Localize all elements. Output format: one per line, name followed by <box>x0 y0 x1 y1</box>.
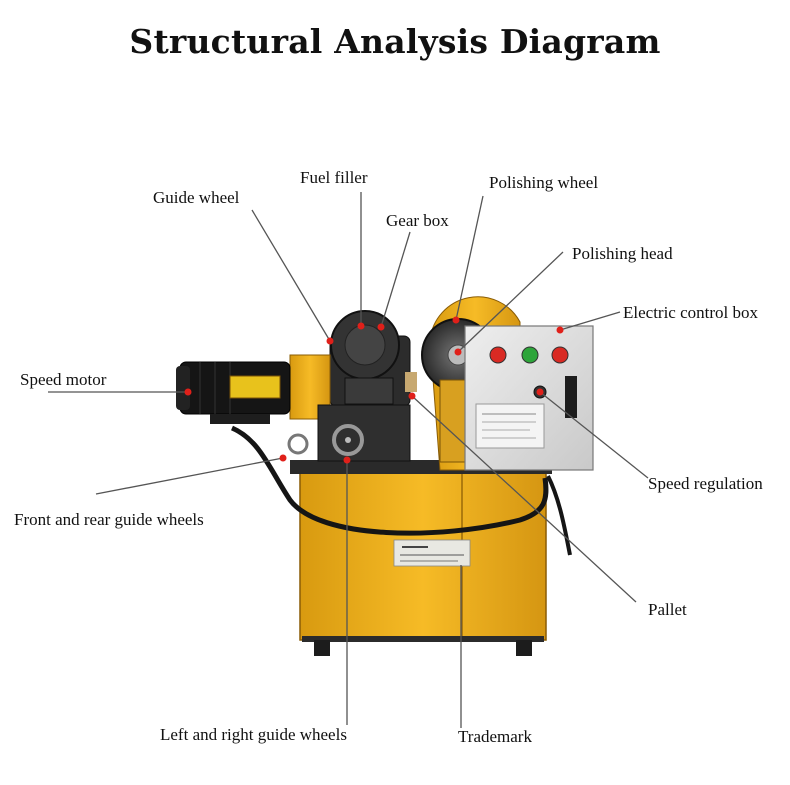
label-polishing-wheel: Polishing wheel <box>489 173 599 192</box>
gearbox-head <box>287 310 417 462</box>
nameplate <box>475 403 545 449</box>
button-green <box>521 346 539 364</box>
speed-motor <box>176 361 291 424</box>
label-gear-box: Gear box <box>386 211 449 230</box>
button-red-1 <box>489 346 507 364</box>
label-guide-wheel: Guide wheel <box>153 188 240 207</box>
label-speed-regulation: Speed regulation <box>648 474 763 493</box>
base-cabinet <box>299 469 547 656</box>
button-red-2 <box>551 346 569 364</box>
electric-control-box <box>464 325 594 471</box>
label-front-rear-guide-wheels: Front and rear guide wheels <box>14 510 204 529</box>
leader-lines <box>48 192 649 728</box>
label-trademark: Trademark <box>458 727 532 746</box>
label-speed-motor: Speed motor <box>20 370 107 389</box>
small-handwheel <box>287 433 309 455</box>
label-pallet: Pallet <box>648 600 687 619</box>
label-fuel-filler: Fuel filler <box>300 168 368 187</box>
callout-markers <box>184 316 564 464</box>
page-title: Structural Analysis Diagram <box>129 22 661 61</box>
handwheel <box>332 424 364 456</box>
label-left-right-guide-wheels: Left and right guide wheels <box>160 725 347 744</box>
trademark-plate <box>393 539 471 567</box>
power-cable <box>230 425 549 536</box>
label-polishing-head: Polishing head <box>572 244 673 263</box>
label-electric-control-box: Electric control box <box>623 303 759 322</box>
